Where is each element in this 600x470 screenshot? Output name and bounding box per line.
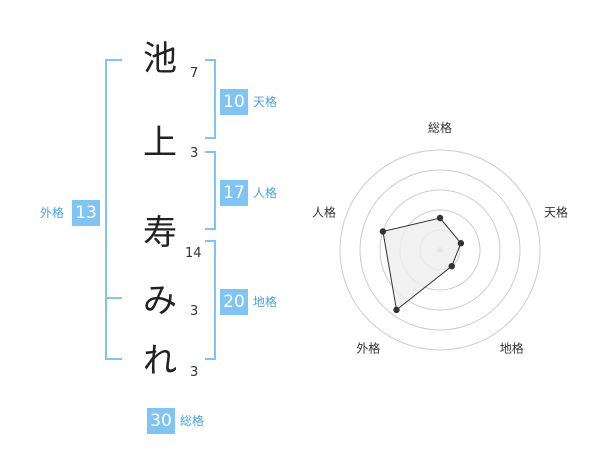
chikaku-bracket: [205, 240, 216, 360]
radar-point-2: [457, 240, 465, 247]
stroke-count-5: 3: [190, 365, 199, 380]
radar-point-4: [393, 306, 400, 314]
radar-point-3: [448, 262, 455, 270]
radar-point-5: [379, 228, 387, 235]
jinkaku-label: 人格: [253, 186, 278, 200]
radar-axis-label-4: 外格: [356, 341, 380, 356]
tenkaku-label: 天格: [253, 95, 278, 109]
gaikaku-bracket: [105, 59, 122, 360]
jinkaku-bracket: [205, 151, 216, 230]
name-char-3: 寿: [143, 213, 177, 253]
name-char-4: み: [143, 281, 177, 321]
radar-ring-4: [359, 169, 521, 331]
soukaku-value-badge: 30: [147, 408, 175, 434]
radar-axis-label-3: 地格: [500, 341, 524, 356]
radar-area: [382, 217, 462, 311]
soukaku-label: 総格: [180, 414, 205, 428]
name-char-1: 池: [143, 39, 177, 79]
jinkaku-value-badge: 17: [220, 180, 248, 206]
stroke-count-1: 7: [190, 66, 199, 81]
radar-ring-5: [339, 149, 541, 351]
gaikaku-label: 外格: [40, 206, 65, 220]
radar-ring-3: [379, 189, 501, 311]
stroke-count-3: 14: [185, 246, 202, 261]
name-char-5: れ: [143, 341, 177, 381]
name-char-2: 上: [143, 123, 177, 163]
tenkaku-bracket: [205, 59, 216, 139]
stroke-count-4: 3: [190, 304, 199, 319]
radar-axis-label-1: 総格: [428, 120, 452, 135]
radar-point-1: [436, 214, 444, 222]
chikaku-label: 地格: [253, 295, 278, 309]
gaikaku-value-badge: 13: [72, 200, 100, 226]
radar-axis-label-5: 人格: [312, 204, 336, 219]
stroke-count-2: 3: [190, 146, 199, 161]
chikaku-value-badge: 20: [220, 289, 248, 315]
radar-axis-label-2: 天格: [544, 204, 568, 219]
tenkaku-value-badge: 10: [220, 89, 248, 115]
